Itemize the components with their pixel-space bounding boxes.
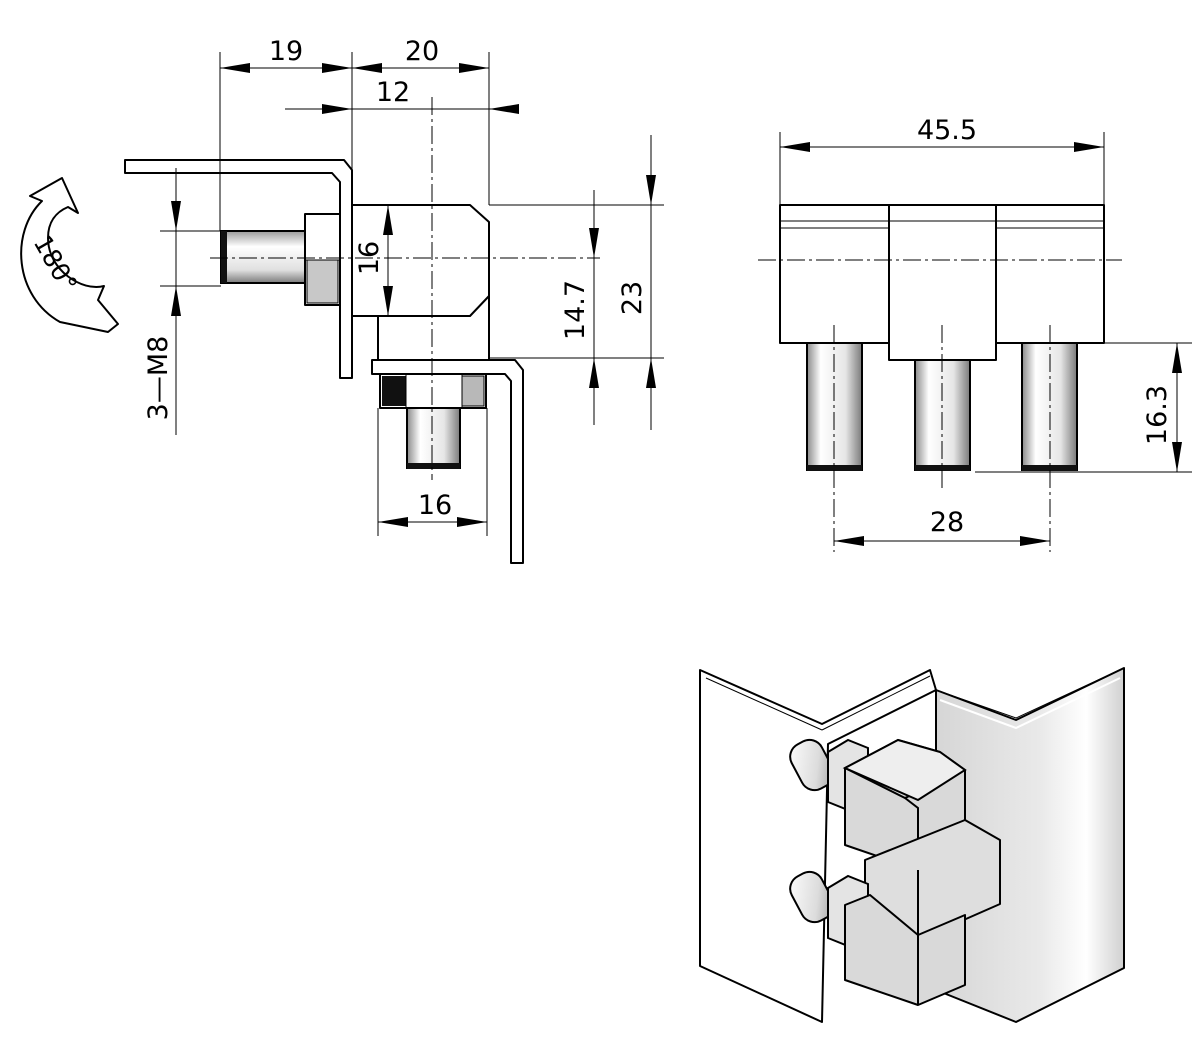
dim-28-label: 28 [930,507,964,538]
thread-label: 3—M8 [143,336,174,421]
rotation-arrow-icon: 180° [20,177,119,333]
dim-16-3-label: 16.3 [1142,385,1173,445]
dim-19-label: 19 [269,36,303,67]
knuckle-right [995,204,1105,344]
side-view: 19 20 12 16 14.7 23 16 3— [20,36,664,564]
isometric-view [699,667,1125,1023]
dim-16-height-label: 16 [354,241,385,275]
upper-bracket [124,159,353,379]
threaded-stud-upper [220,230,306,284]
knuckle-left [779,204,890,344]
lower-bracket [371,359,524,564]
dim-45-5-label: 45.5 [917,115,977,146]
left-leaf [699,669,937,1023]
dim-16-bottom-label: 16 [418,490,452,521]
dim-14-7-label: 14.7 [560,280,591,340]
dim-20-label: 20 [405,36,439,67]
threaded-stud-lower [406,407,461,469]
dim-23-label: 23 [617,281,648,315]
dim-12-label: 12 [376,77,410,108]
knuckle-bottom [844,894,966,1006]
front-view: 45.5 16.3 28 [758,115,1192,552]
